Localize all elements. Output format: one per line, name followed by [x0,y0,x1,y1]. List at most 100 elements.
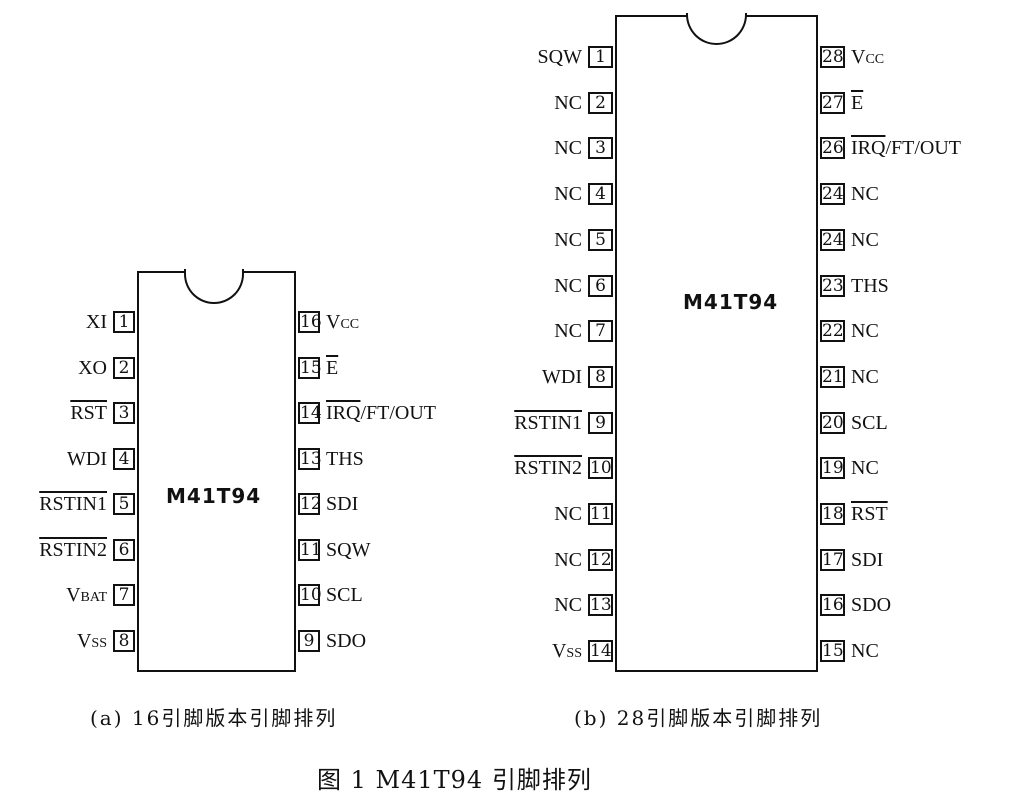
pin-label-text: V [551,640,567,663]
pin-number: 18 [820,503,845,525]
pin-label-text: RSTIN2 [39,538,107,561]
pin-number: 2 [588,91,613,114]
pin-label-text: XI [85,311,107,333]
pin-label: IRQ/FT/OUT [851,136,961,160]
pin-label-text: WDI [67,447,107,470]
pin-label-text: NC [851,320,879,343]
pin-label: NC [851,182,879,206]
pin-label: NC [554,228,582,252]
pin-label-text: SQW [537,46,582,68]
pin-number: 24 [820,183,845,206]
pin-number: 5 [588,228,613,251]
pin-label-text: WDI [542,365,582,388]
pin-number: 1 [113,311,135,333]
pin-number: 24 [820,228,845,251]
pin-number: 16 [298,311,322,333]
pin-label-text: SQW [326,538,371,561]
pin-number: 28 [820,46,845,68]
chip-a-body [137,271,296,672]
pin-label: SDI [326,492,358,516]
pin-number: 3 [113,402,135,424]
pin-number: 1 [588,46,613,68]
pin-label-subscript: BAT [80,590,107,605]
pin-label: RST [70,401,107,425]
pin-label: NC [554,91,582,115]
pin-number: 12 [588,548,613,571]
pin-label-text: V [66,584,81,606]
pin-number: 6 [113,538,135,561]
pin-number: 19 [820,457,845,480]
pin-label-text: SCL [326,584,363,606]
pin-label: WDI [67,447,107,471]
pin-label-subscript: SS [566,646,582,662]
pin-label: E [851,91,863,115]
pin-label-text: IRQ [851,137,886,160]
pin-label-text: RST [851,503,888,525]
pin-label: RST [851,502,888,526]
pin-label: RSTIN1 [514,411,582,435]
pin-label-text: SDI [326,493,359,515]
pin-label: RSTIN2 [514,456,582,480]
pin-label-suffix: /FT/OUT [360,402,437,424]
pin-label-text: THS [851,274,889,297]
pin-number: 12 [298,493,322,515]
pin-label: VSS [552,639,582,663]
pin-number: 14 [298,402,322,424]
pin-number: 4 [113,447,135,470]
pin-number: 5 [113,493,135,515]
caption-a: (a) 16引脚版本引脚排列 [90,706,338,730]
pin-label-text: NC [851,457,879,480]
pin-label: NC [851,365,879,389]
pin-number: 27 [820,91,845,114]
pin-label-text: NC [554,548,582,571]
pin-label: SCL [851,411,888,435]
pin-number: 7 [113,584,135,606]
pin-label-subscript: SS [91,635,107,651]
pin-label-text: SCL [851,411,888,434]
chip-b-body [615,15,818,672]
pin-label: NC [554,502,582,526]
pin-label-text: RSTIN1 [514,411,582,434]
pin-number: 10 [298,584,322,606]
pin-number: 21 [820,365,845,388]
pin-label: VBAT [66,583,107,607]
pin-label-text: XO [78,356,107,379]
pin-label: NC [554,182,582,206]
pin-label: RSTIN2 [39,538,107,562]
pin-label-text: NC [554,183,582,206]
pin-label: NC [554,319,582,343]
pin-number: 8 [113,629,135,652]
pin-label: NC [554,274,582,298]
pin-label-text: RST [70,402,107,424]
pin-number: 14 [588,640,613,663]
pin-label: NC [554,548,582,572]
pin-label: NC [851,456,879,480]
pin-label-text: NC [554,274,582,297]
pin-label-text: NC [554,503,582,525]
pin-label-text: V [76,629,92,652]
pin-label: NC [851,639,879,663]
pin-label-text: E [851,91,864,114]
pin-label-text: RSTIN2 [514,457,582,480]
pin-label: RSTIN1 [39,492,107,516]
pin-label-text: NC [554,594,582,617]
pin-label: SQW [538,45,582,69]
pin-label: NC [851,228,879,252]
pin-number: 15 [820,640,845,663]
pin-label-text: SDO [326,629,367,652]
pin-label: WDI [542,365,582,389]
pin-label-text: NC [851,640,879,663]
pin-number: 7 [588,320,613,343]
pin-label-text: RSTIN1 [39,493,107,515]
pin-label-text: SDO [851,594,892,617]
pin-label-text: NC [554,320,582,343]
pin-number: 9 [298,629,320,652]
pin-number: 11 [588,503,613,525]
pin-number: 3 [588,137,613,160]
chip-b-name: M41T94 [683,290,779,314]
pin-number: 11 [298,538,322,561]
pin-number: 8 [588,365,613,388]
chip-a-name: M41T94 [166,484,262,508]
pin-label-text: SDI [851,548,884,571]
pin-label: VCC [326,310,359,334]
